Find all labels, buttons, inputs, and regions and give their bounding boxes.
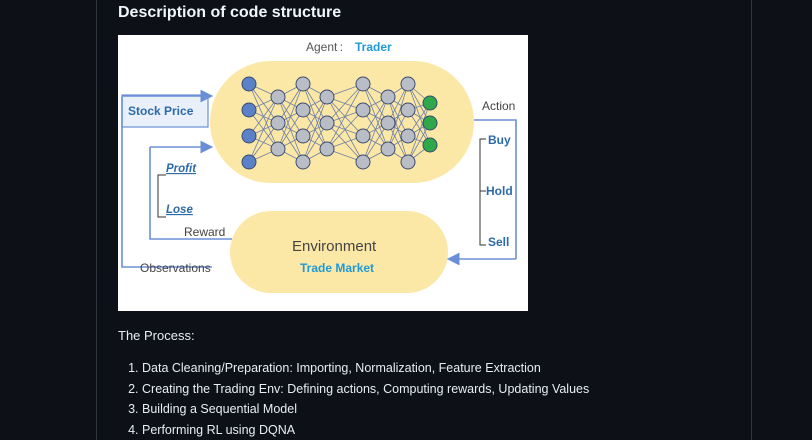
neuron-node (270, 141, 286, 157)
profit-lose-bracket (157, 174, 166, 218)
list-item: Building a Sequential Model (142, 399, 589, 420)
neuron-node (319, 89, 335, 105)
neuron-node (295, 102, 311, 118)
list-item: Creating the Trading Env: Defining actio… (142, 379, 589, 400)
observations-arrow (121, 97, 212, 268)
neuron-node (295, 128, 311, 144)
process-steps-list: Data Cleaning/Preparation: Importing, No… (122, 358, 589, 440)
stock-price-label: Stock Price (128, 104, 194, 118)
list-item: Performing RL using DQNA (142, 420, 589, 440)
agent-name: Trader (355, 40, 392, 54)
environment-label: Environment (292, 238, 377, 255)
action-label: Action (482, 99, 515, 113)
section-heading: Description of code structure (118, 4, 342, 21)
neuron-node (355, 76, 371, 92)
trade-market-label: Trade Market (300, 261, 374, 275)
process-title: The Process: (118, 328, 195, 343)
neuron-node (241, 76, 257, 92)
neuron-node (355, 154, 371, 170)
neuron-node (270, 115, 286, 131)
neuron-node (400, 128, 416, 144)
neuron-node (355, 128, 371, 144)
neuron-node (241, 154, 257, 170)
stock-price-box (121, 94, 209, 128)
neuron-node (319, 141, 335, 157)
neuron-node (380, 89, 396, 105)
neuron-node (355, 102, 371, 118)
neuron-node (422, 137, 438, 153)
neuron-node (400, 102, 416, 118)
neuron-node (400, 154, 416, 170)
neuron-node (241, 128, 257, 144)
actions-bracket (479, 138, 486, 246)
neuron-node (400, 76, 416, 92)
environment-pill (230, 211, 448, 293)
sell-label: Sell (488, 235, 509, 249)
neuron-node (270, 89, 286, 105)
neuron-node (295, 76, 311, 92)
neuron-node (295, 154, 311, 170)
neuron-node (422, 95, 438, 111)
neuron-node (422, 115, 438, 131)
list-item: Data Cleaning/Preparation: Importing, No… (142, 358, 589, 379)
action-arrow (474, 119, 517, 259)
agent-label: Agent : (306, 40, 343, 54)
observations-label: Observations (140, 261, 211, 275)
reward-label: Reward (184, 225, 225, 239)
neuron-node (241, 102, 257, 118)
neuron-node (319, 115, 335, 131)
lose-label: Lose (166, 204, 193, 216)
hold-label: Hold (486, 184, 513, 198)
neuron-node (380, 141, 396, 157)
rl-diagram-image: Agent : Trader Stock Price Profit Lose R… (118, 35, 528, 311)
buy-label: Buy (488, 133, 511, 147)
profit-label: Profit (166, 163, 197, 175)
neuron-node (380, 115, 396, 131)
reward-arrow (149, 147, 232, 240)
